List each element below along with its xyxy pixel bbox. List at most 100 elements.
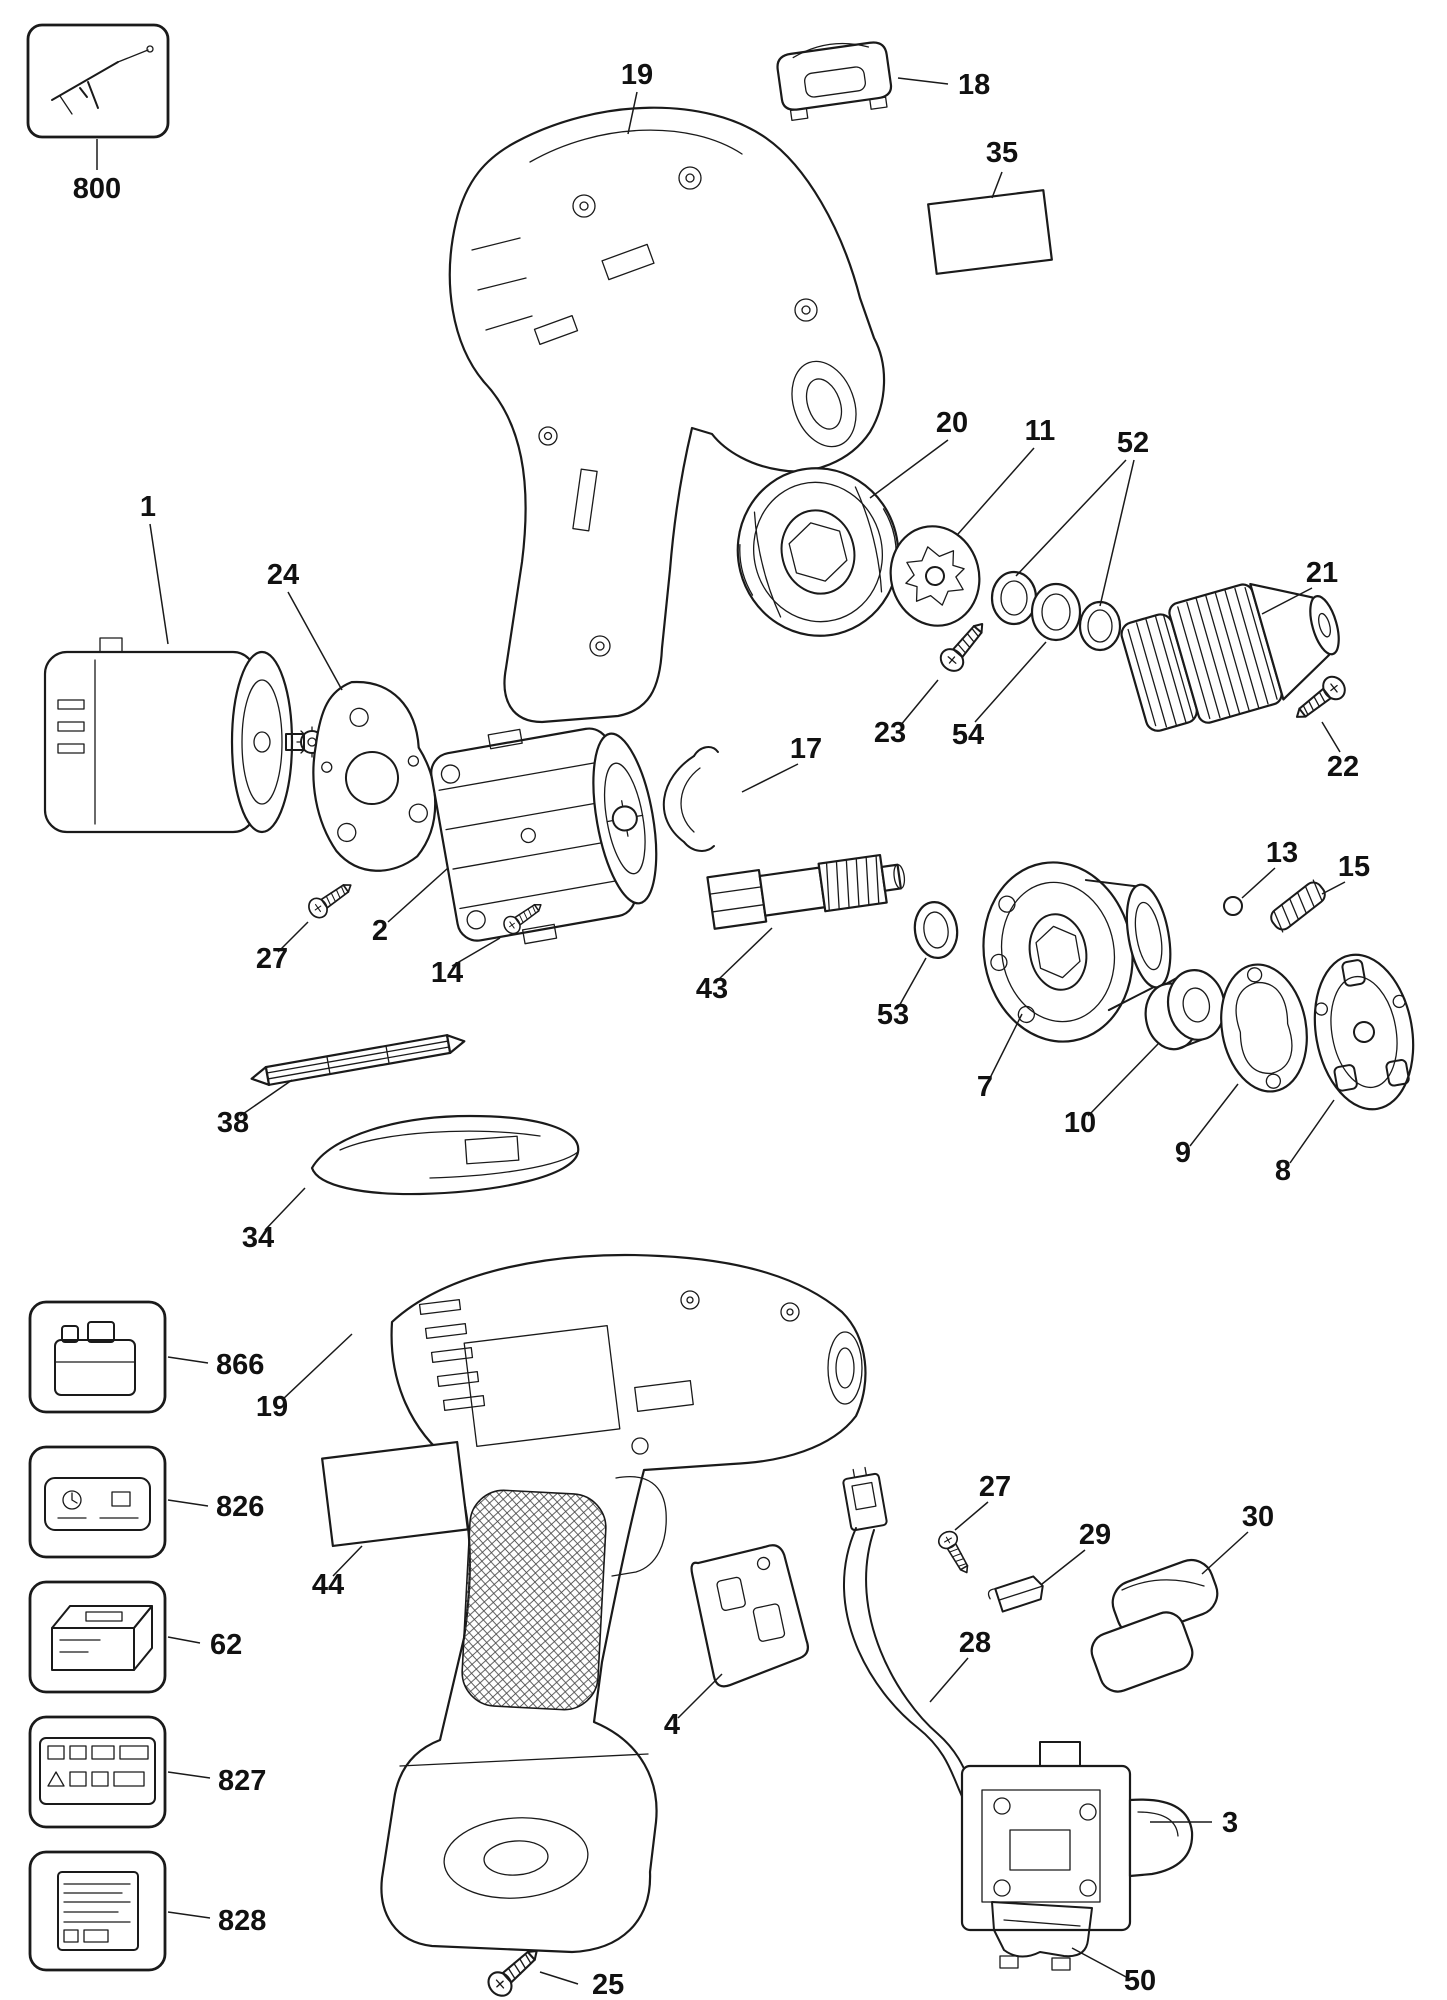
battery-box: 866 (28, 1300, 264, 1414)
callout-21: 21 (1306, 557, 1338, 589)
leader-30 (1201, 1531, 1249, 1575)
callout-1: 1 (140, 491, 156, 523)
callout-7: 7 (977, 1071, 993, 1103)
leader-43 (717, 927, 773, 981)
leader-27-left (277, 921, 309, 953)
callout-34: 34 (242, 1222, 274, 1254)
leader-38 (239, 1079, 293, 1117)
callout-18: 18 (958, 69, 990, 101)
leader-28 (929, 1657, 969, 1703)
leader-7 (989, 1013, 1023, 1079)
boot-drawing (1090, 1559, 1219, 1693)
label-828-box: 828 (28, 1850, 266, 1972)
callout-27-left: 27 (256, 943, 288, 975)
label-827-box: 827 (28, 1715, 266, 1829)
label-828-icon (57, 1871, 139, 1951)
leader-11 (957, 447, 1035, 535)
leader-15 (1321, 881, 1346, 895)
callout-22: 22 (1327, 751, 1359, 783)
callout-8: 8 (1275, 1155, 1291, 1187)
callout-826: 826 (216, 1491, 264, 1523)
housing-top-drawing: 19 (448, 59, 886, 724)
gearbox-drawing (430, 727, 658, 945)
callout-9: 9 (1175, 1137, 1191, 1169)
callout-43: 43 (696, 973, 728, 1005)
leader-52b (1099, 459, 1135, 607)
callout-28: 28 (959, 1627, 991, 1659)
nameplate-recess (463, 1324, 621, 1448)
leader-22 (1321, 721, 1341, 753)
leader-35 (991, 171, 1003, 199)
callout-11: 11 (1025, 415, 1056, 447)
leader-8 (1289, 1099, 1335, 1164)
callout-13: 13 (1266, 837, 1298, 869)
sticker-35-drawing: 35 (927, 137, 1053, 275)
callout-4: 4 (664, 1709, 680, 1741)
bit-drawing (250, 1034, 466, 1086)
bit-holder-drawing (310, 1114, 580, 1196)
battery-pack-icon (54, 1321, 136, 1396)
contact-bracket-drawing (690, 1544, 809, 1688)
callout-19-bottom: 19 (256, 1391, 288, 1423)
leader-10 (1087, 1043, 1159, 1117)
screw-27-right-drawing (934, 1527, 976, 1579)
leader-828 (167, 1911, 211, 1919)
callout-19-top: 19 (621, 59, 653, 91)
leader-19-top (627, 91, 638, 135)
retaining-clip-drawing (662, 746, 719, 852)
leader-9 (1189, 1083, 1239, 1147)
vent-slots (418, 1298, 486, 1412)
leader-44 (332, 1545, 363, 1577)
spindle-drawing (706, 853, 906, 930)
charger-box: 62 (28, 1580, 242, 1694)
callout-20: 20 (936, 407, 968, 439)
callout-50: 50 (1124, 1965, 1156, 1997)
trigger-drawing (1128, 1798, 1194, 1878)
callout-29: 29 (1079, 1519, 1111, 1551)
clutch-plate-drawing (889, 525, 981, 627)
callout-52: 52 (1117, 427, 1149, 459)
battery-release-drawing (776, 41, 893, 122)
housing-bottom-drawing: 19 (256, 1253, 867, 1954)
leader-52a (1015, 459, 1127, 577)
sticker-44-drawing: 44 (312, 1440, 469, 1601)
motor-drawing: 1 (43, 491, 328, 834)
leader-826 (167, 1499, 209, 1507)
leader-25 (539, 1971, 579, 1985)
callout-10: 10 (1064, 1107, 1096, 1139)
leader-34 (264, 1187, 306, 1231)
leader-50 (1071, 1947, 1129, 1979)
leader-14 (451, 937, 501, 967)
callout-3: 3 (1222, 1807, 1238, 1839)
ball-drawing (1223, 896, 1243, 916)
leader-23 (899, 679, 939, 727)
callout-62: 62 (210, 1629, 242, 1661)
callout-800: 800 (73, 173, 121, 205)
leader-19-bottom (281, 1333, 353, 1401)
chuck-drawing (1120, 582, 1340, 732)
post-plate-drawing (1313, 953, 1415, 1111)
leader-62 (167, 1636, 201, 1644)
charger-icon (51, 1605, 153, 1671)
leader-827 (167, 1771, 211, 1779)
screw-bosses (538, 166, 818, 657)
leader-20 (869, 439, 949, 499)
leader-24 (287, 591, 343, 691)
label-827-icon (39, 1737, 156, 1805)
callout-14: 14 (431, 957, 463, 989)
clutch-housing-drawing (982, 861, 1172, 1043)
leader-27-right (954, 1501, 989, 1531)
callout-38: 38 (217, 1107, 249, 1139)
screw-27-left-drawing (304, 875, 358, 923)
switch-assembly-drawing (960, 1741, 1194, 1932)
washer-53-drawing (913, 901, 959, 959)
callout-827: 827 (218, 1765, 266, 1797)
callout-25: 25 (592, 1969, 624, 2000)
leader-4 (677, 1673, 723, 1719)
washer-set-drawing (990, 570, 1122, 652)
clutch-collar-drawing (736, 467, 900, 637)
callout-2: 2 (372, 915, 388, 947)
sleeve-drawing (1144, 969, 1226, 1051)
spring-drawing (1270, 879, 1326, 933)
